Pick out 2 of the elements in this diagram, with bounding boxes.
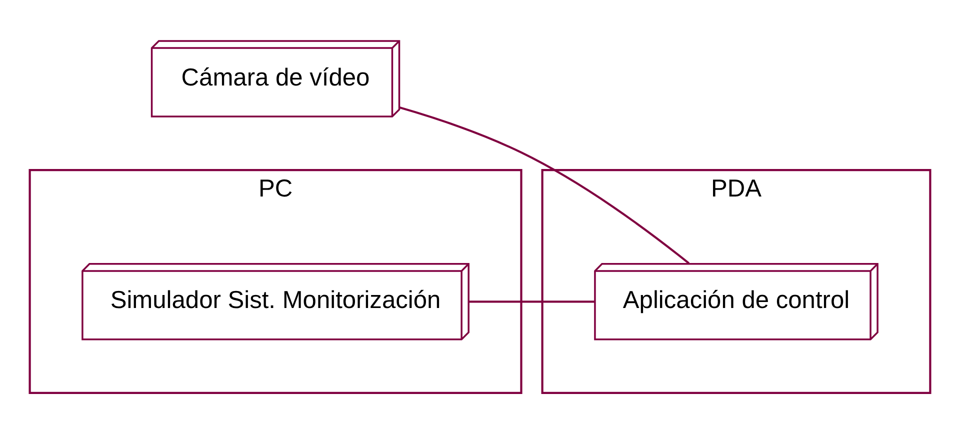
connector <box>398 106 690 264</box>
connector <box>469 300 594 303</box>
